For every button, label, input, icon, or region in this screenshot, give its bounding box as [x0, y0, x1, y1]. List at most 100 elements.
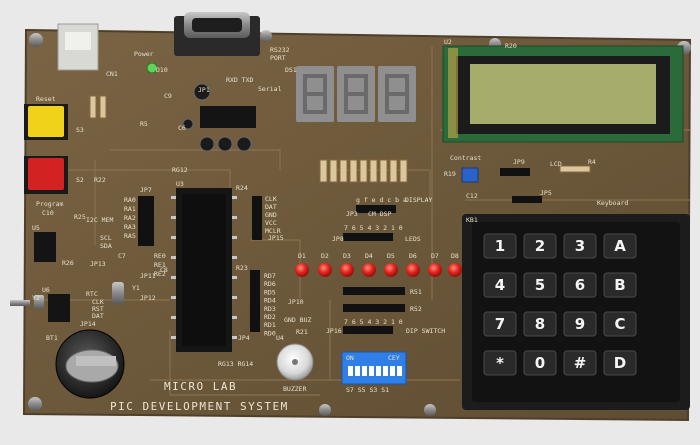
keypad-key-label: 1 [495, 237, 505, 255]
keypad-key-star[interactable]: * [483, 350, 517, 376]
label-r22: R22 [94, 176, 106, 184]
portd-pin-rd3: RD3 [264, 305, 276, 313]
porte-pin-re0: RE0 [154, 252, 166, 260]
usb-connector [57, 23, 99, 71]
label-jp13: JP13 [90, 260, 106, 268]
keypad-key-8[interactable]: 8 [523, 311, 557, 337]
porta-pin-ra1: RA1 [124, 205, 136, 213]
reset-button[interactable] [24, 104, 68, 140]
label-display: DISPLAY [405, 196, 432, 204]
label-bt1: BT1 [46, 334, 58, 342]
label-u3: U3 [176, 180, 184, 188]
led-label-d5: D5 [387, 252, 395, 260]
label-r21: R21 [296, 328, 308, 336]
resistors [89, 95, 591, 183]
label-rs232: RS232 [270, 46, 290, 54]
label-y2: Y2 [32, 294, 40, 302]
led-label-d6: D6 [409, 252, 417, 260]
contrast-potentiometer[interactable] [461, 167, 479, 183]
label-kb1: KB1 [466, 216, 478, 224]
keypad-key-b[interactable]: B [603, 272, 637, 298]
eeprom-ic [34, 232, 56, 262]
led-label-d4: D4 [365, 252, 373, 260]
keypad-key-0[interactable]: 0 [523, 350, 557, 376]
porta-pin-ra0: RA0 [124, 196, 136, 204]
switch-lever[interactable] [10, 300, 30, 306]
porta-pin-ra2: RA2 [124, 214, 136, 222]
led-label-d1: D1 [298, 252, 306, 260]
crystal-y2 [34, 295, 44, 309]
icsp-pin-clk: CLK [265, 195, 277, 203]
keypad-key-label: 7 [495, 315, 505, 333]
keypad-key-hash[interactable]: # [563, 350, 597, 376]
keypad-key-label: D [614, 354, 626, 372]
keypad-key-c[interactable]: C [603, 311, 637, 337]
label-buzzer: BUZZER [283, 385, 307, 393]
pin-headers [138, 168, 542, 334]
resistor-array-r52 [343, 304, 405, 312]
keypad-key-5[interactable]: 5 [523, 272, 557, 298]
keypad-key-2[interactable]: 2 [523, 233, 557, 259]
label-u2: U2 [444, 38, 452, 46]
label-jp16: JP16 [326, 327, 342, 335]
rtc-pin-clk: CLK [92, 298, 104, 306]
label-u6: U6 [42, 286, 50, 294]
label-jp11: JP11 [140, 272, 156, 280]
label-jp14: JP14 [80, 320, 96, 328]
keypad-key-d[interactable]: D [603, 350, 637, 376]
label-r25: R25 [74, 213, 86, 221]
rs232-db9-connector [174, 12, 260, 56]
porte-pin-re1: RE1 [154, 261, 166, 269]
keypad-key-7[interactable]: 7 [483, 311, 517, 337]
label-power: Power [134, 50, 154, 58]
label-d10: D10 [156, 66, 168, 74]
board-title-line2: PIC DEVELOPMENT SYSTEM [110, 400, 289, 413]
label-cn1: CN1 [106, 70, 118, 78]
keypad-key-label: 9 [575, 315, 585, 333]
keypad-key-a[interactable]: A [603, 233, 637, 259]
keypad-key-1[interactable]: 1 [483, 233, 517, 259]
keypad-key-3[interactable]: 3 [563, 233, 597, 259]
portd-pin-rd2: RD2 [264, 313, 276, 321]
label-c9: C9 [164, 92, 172, 100]
portd-pin-rd0: RD0 [264, 329, 276, 337]
icsp-pin-vcc: VCC [265, 219, 277, 227]
label-r19: R19 [444, 170, 456, 178]
led-label-d7: D7 [431, 252, 439, 260]
keypad-key-4[interactable]: 4 [483, 272, 517, 298]
label-r51: R51 [410, 288, 422, 296]
rtc-pin-dat: DAT [92, 312, 104, 320]
dip-switch[interactable] [341, 351, 407, 385]
label-jp8: JP8 [332, 235, 344, 243]
keypad-key-label: 5 [535, 276, 545, 294]
portd-pin-rd1: RD1 [264, 321, 276, 329]
led-label-d8: D8 [451, 252, 459, 260]
silkscreen-labels: Power D10 CN1 Reset S3 S2 Program RS232 … [32, 38, 628, 413]
keypad-key-label: # [574, 354, 587, 372]
label-rg12: RG12 [172, 166, 188, 174]
porte-pin-re2: RE2 [154, 270, 166, 278]
label-s3: S3 [76, 126, 84, 134]
label-r24: R24 [236, 184, 248, 192]
keypad-key-6[interactable]: 6 [563, 272, 597, 298]
label-u4: U4 [276, 334, 284, 342]
program-button[interactable] [24, 156, 68, 194]
icsp-pin-mclr: MCLR [265, 227, 281, 235]
rtc-ic [48, 294, 70, 322]
keypad-key-label: 4 [495, 276, 505, 294]
label-dip-bits: 7 6 5 4 3 2 1 0 [344, 318, 403, 326]
label-jp12: JP12 [140, 294, 156, 302]
max232-ic [200, 106, 256, 128]
label-serial: Serial [258, 85, 282, 93]
keypad-key-label: 2 [535, 237, 545, 255]
label-rtc: RTC [86, 290, 98, 298]
crystal-y1 [112, 282, 124, 304]
label-dip-nums: S7 S5 S3 S1 [346, 386, 389, 394]
icsp-pin-gnd: GND [265, 211, 277, 219]
label-ds1: DS1 [285, 66, 297, 74]
keypad-key-9[interactable]: 9 [563, 311, 597, 337]
